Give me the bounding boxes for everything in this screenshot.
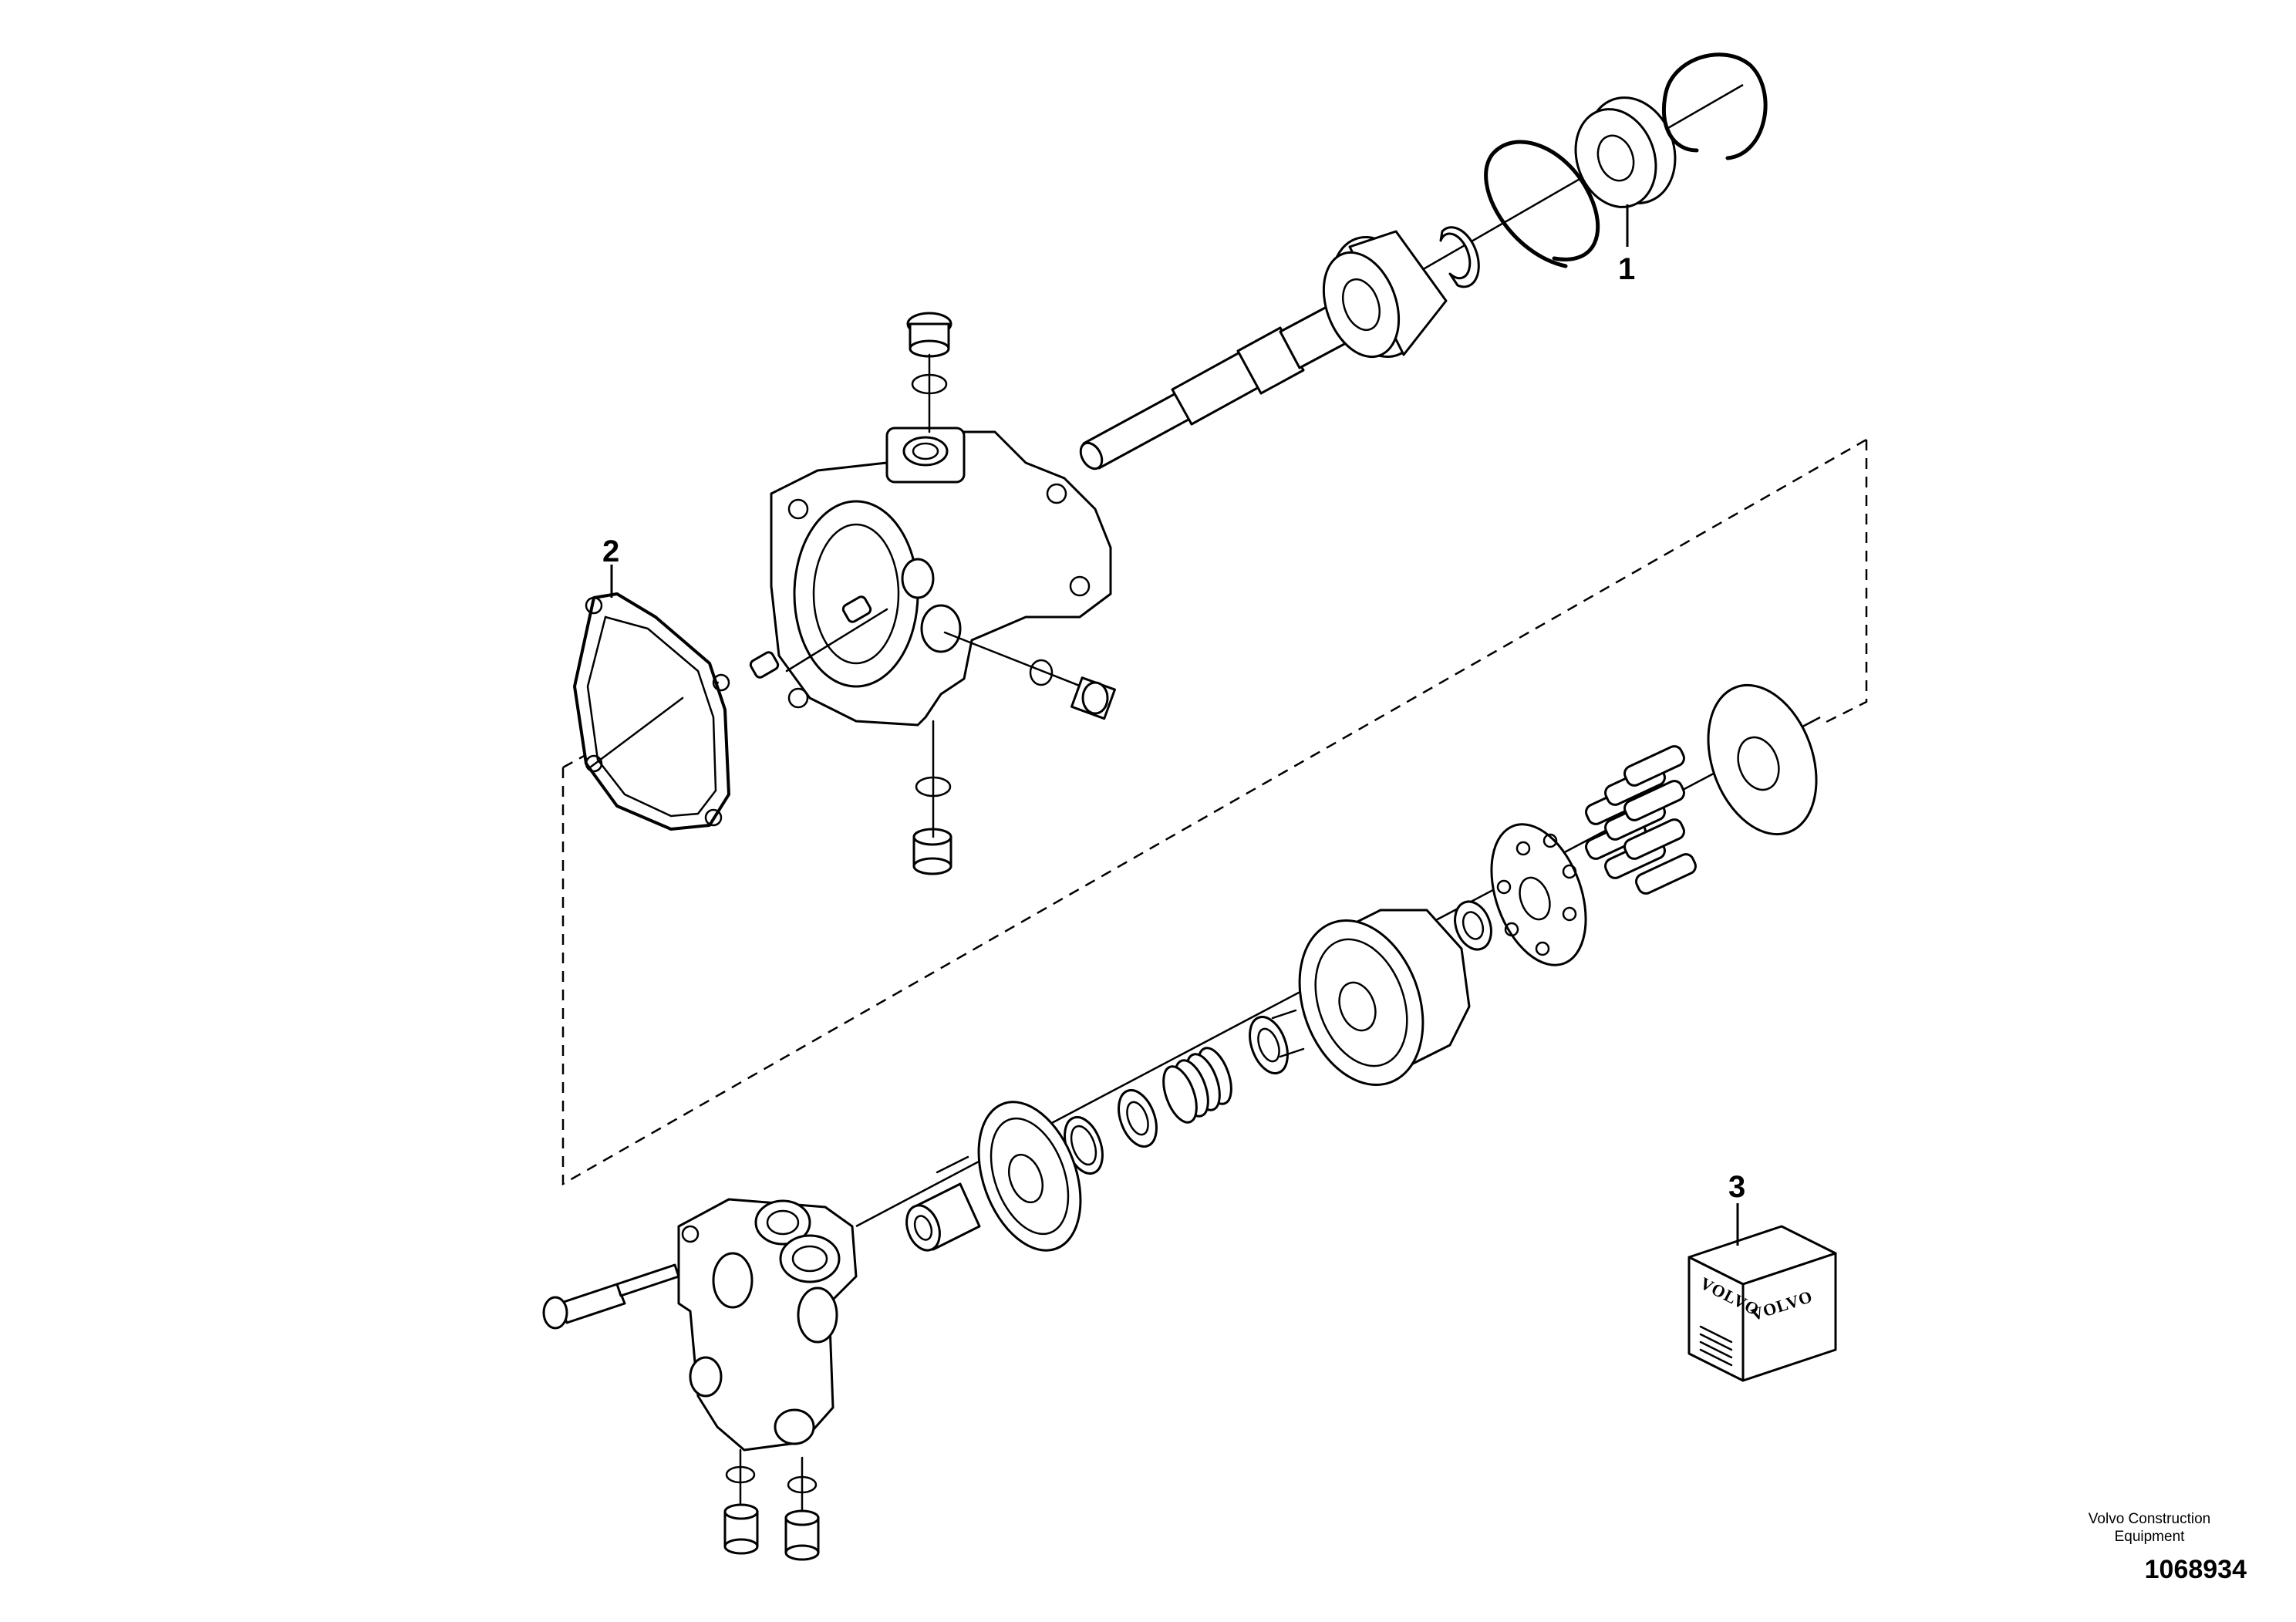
needle-bearing [905,1182,981,1252]
company-line-2: Equipment [2114,1529,2185,1545]
valve-plate [936,1101,1082,1252]
side-o-ring [1029,659,1054,686]
side-plug [1070,676,1116,720]
ball-guide [1454,900,1492,951]
piston-set [1585,745,1697,895]
assembly-connection-dashed-line-right [1819,440,1868,727]
lower-o-ring-left [725,1465,756,1484]
assembly-connection-dashed-line [561,438,1867,1186]
spring-washer-inner [1126,1101,1149,1136]
company-credit: Volvo Construction Equipment [2049,1510,2250,1546]
gasket-axis [588,696,684,769]
valve-block [677,1198,858,1452]
oil-seal [1574,96,1677,208]
dowel-pin-right [841,595,872,623]
retainer-plate [1490,823,1587,966]
mounting-bolt [542,1263,680,1330]
coil-spring [1162,1047,1232,1124]
spring-washer [1118,1089,1158,1148]
callout-1: 1 [1618,252,1635,286]
drive-shaft [1079,305,1347,470]
lower-plug-right [784,1509,820,1561]
dowel-pin-left [749,651,780,679]
shaft-snap-ring [1439,226,1480,288]
thrust-washer [1707,683,1818,836]
lower-o-ring-right [787,1475,818,1494]
service-kit-box: VOLVO VOLVO [1687,1225,1837,1382]
company-line-1: Volvo Construction [2088,1511,2211,1527]
lower-plug-left [723,1503,759,1555]
snap-ring-lower-inner [1070,1125,1097,1166]
cylinder-block [1298,909,1471,1087]
spring-seat [1249,1009,1305,1074]
gasket [573,592,730,831]
bottom-plug [912,828,952,875]
pin-axis [785,608,888,673]
upper-housing [770,427,1112,727]
callout-2: 2 [602,534,619,568]
outer-retaining-ring [1661,52,1768,160]
callout-3: 3 [1728,1170,1745,1204]
top-plug [906,312,952,358]
drawing-number: 1068934 [2144,1555,2247,1584]
housing-retaining-ring [1484,140,1600,268]
ball-bearing [1322,230,1448,359]
